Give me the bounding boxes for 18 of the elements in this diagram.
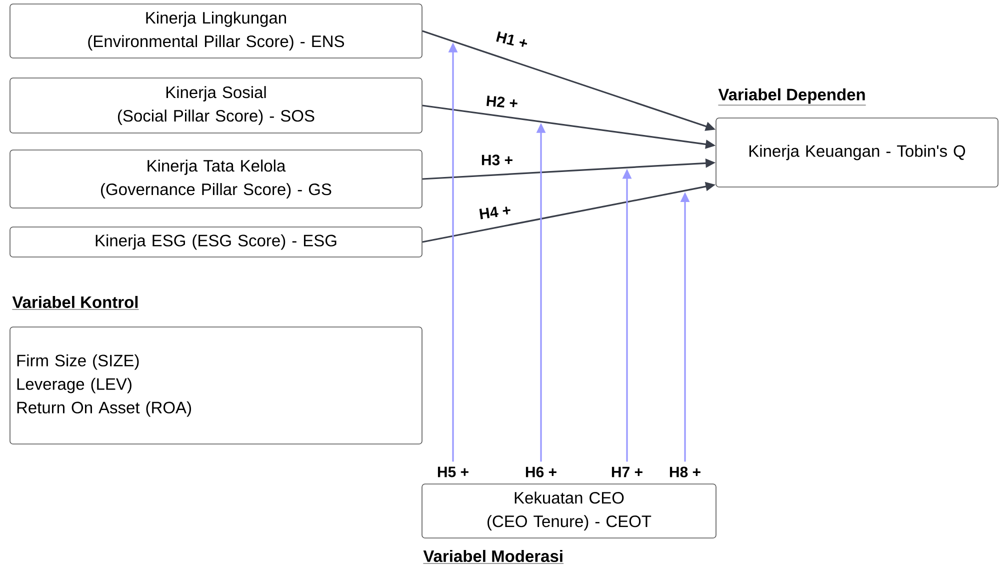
heading: Variabel Moderasi — [423, 550, 564, 564]
process-box: Kinerja Sosial (Social Pillar Score) - SOS — [10, 78, 422, 134]
heading: Variabel Kontrol — [12, 296, 139, 310]
edge-label: H2 + — [484, 94, 520, 110]
heading: Variabel Dependen — [718, 88, 866, 106]
edge-label: H7 + — [610, 466, 644, 478]
edge-label: H8 + — [668, 466, 702, 478]
process-box: Kinerja ESG (ESG Score) - ESG — [10, 226, 422, 258]
process-box: Kinerja Keuangan - Tobin's Q — [716, 118, 998, 188]
edge-label: H4 + — [477, 204, 513, 220]
edge-label: H1 + — [494, 30, 530, 50]
process-box: Kinerja Lingkungan (Environmental Pillar Score) - ENS — [10, 4, 422, 58]
process-box: Firm Size (SIZE) Leverage (LEV) Return On Asset (ROA) — [10, 326, 422, 444]
edge-label: H6 + — [524, 466, 558, 478]
process-box: Kinerja Tata Kelola (Governance Pillar Score) - GS — [10, 150, 422, 208]
edge-label: H5 + — [436, 466, 470, 478]
process-box: Kekuatan CEO (CEO Tenure) - CEOT — [422, 484, 716, 538]
edge-label: H3 + — [480, 154, 514, 166]
